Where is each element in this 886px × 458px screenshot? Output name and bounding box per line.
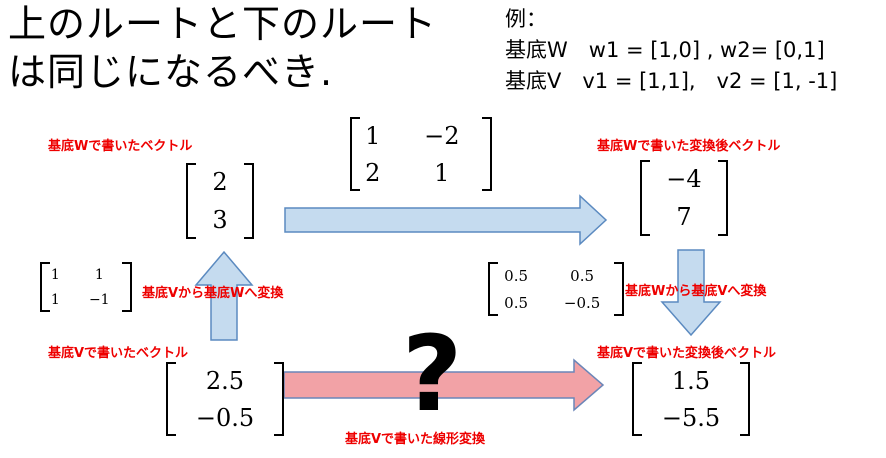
vector-cell: −4: [666, 165, 702, 193]
title-line-1: 上のルートと下のルート: [8, 2, 438, 46]
label-w-to-v: 基底Wから基底Vへ変換: [625, 284, 767, 299]
vector-w-input: 2 3: [186, 163, 254, 239]
label-linear-transform-in-v: 基底Vで書いた線形変換: [345, 432, 486, 447]
example-label: 例：: [505, 7, 547, 31]
matrix-cell: 1: [50, 266, 60, 283]
matrix-cell: 1: [50, 291, 60, 308]
matrix-cell: −2: [424, 121, 460, 150]
arrow-left-up: [194, 250, 254, 341]
vector-v-output: 1.5 −5.5: [632, 362, 750, 436]
question-mark: ?: [402, 313, 463, 435]
example-block: 例： 基底W w1 = [1,0] , w2= [0,1] 基底V v1 = […: [505, 4, 837, 97]
arrow-top-right: [284, 194, 608, 246]
vector-cell: −0.5: [195, 403, 255, 432]
arrow-right-down: [660, 249, 722, 337]
title-line-2: は同じになるべき.: [8, 50, 334, 94]
vector-cell: 3: [212, 206, 228, 234]
matrix-cell: 2: [365, 158, 381, 187]
matrix-w-to-v: 0.5 0.5 0.5 −0.5: [488, 262, 624, 316]
matrix-cell: 0.5: [504, 266, 529, 285]
label-transformed-vector-in-v: 基底Vで書いた変換後ベクトル: [597, 346, 777, 361]
page-title: 上のルートと下のルート は同じになるべき.: [8, 0, 437, 96]
label-v-to-w: 基底Vから基底Wへ変換: [142, 286, 284, 301]
vector-cell: 2.5: [205, 366, 245, 395]
vector-cell: −5.5: [661, 403, 721, 432]
matrix-v-to-w: 1 1 1 −1: [40, 262, 132, 312]
matrix-cell: 0.5: [570, 266, 595, 285]
example-basis-v: 基底V v1 = [1,1], v2 = [1, -1]: [505, 69, 838, 93]
label-vector-in-w: 基底Wで書いたベクトル: [48, 139, 193, 154]
vector-w-output: −4 7: [640, 160, 728, 236]
arrow-bottom-right: [283, 358, 605, 412]
matrix-cell: 1: [434, 158, 450, 187]
label-vector-in-v: 基底Vで書いたベクトル: [48, 346, 189, 361]
matrix-cell: 1: [94, 266, 104, 283]
label-transformed-vector-in-w: 基底Wで書いた変換後ベクトル: [597, 139, 781, 154]
vector-cell: 7: [676, 203, 692, 231]
matrix-cell: 0.5: [504, 293, 529, 312]
matrix-cell: −1: [88, 291, 110, 308]
vector-v-input: 2.5 −0.5: [166, 362, 284, 436]
vector-cell: 1.5: [671, 366, 711, 395]
matrix-cell: 1: [365, 121, 381, 150]
matrix-cell: −0.5: [563, 293, 601, 312]
vector-cell: 2: [212, 168, 228, 196]
example-basis-w: 基底W w1 = [1,0] , w2= [0,1]: [505, 38, 825, 62]
matrix-transform-w: 1 −2 2 1: [350, 117, 492, 191]
